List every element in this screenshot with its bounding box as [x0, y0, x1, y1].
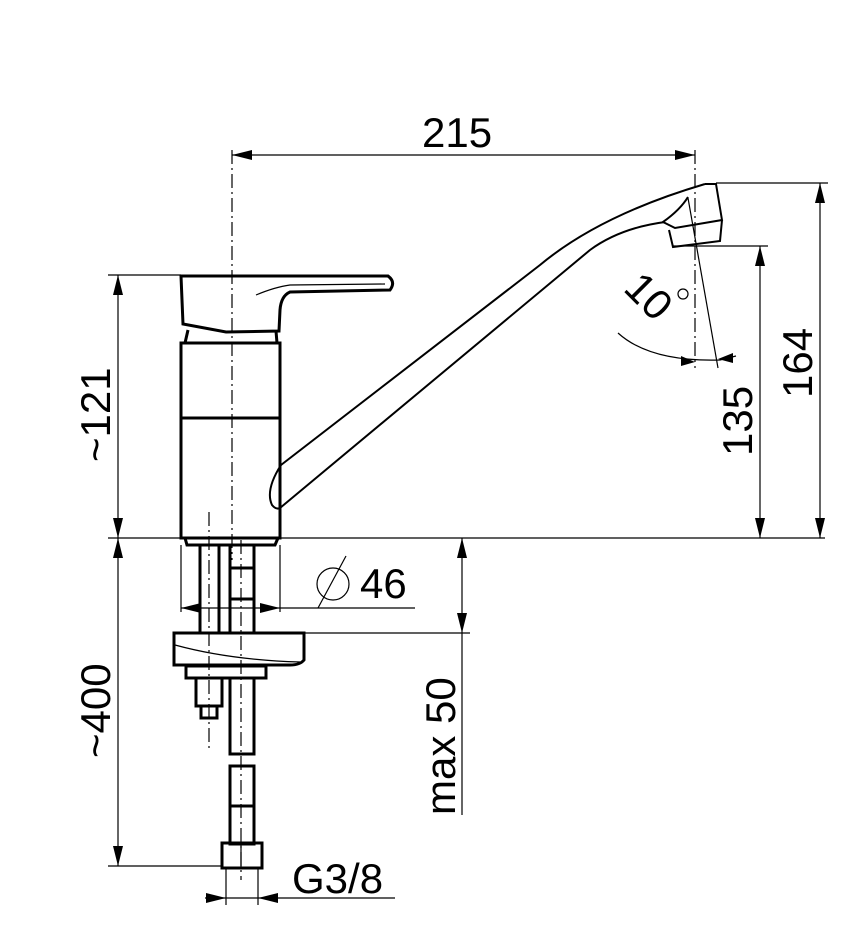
dim-max-50: max 50: [304, 538, 470, 815]
faucet-body: [179, 341, 282, 547]
thread-label: G3/8: [292, 855, 383, 902]
max-deck-label: max 50: [417, 677, 464, 815]
dim-135: 135: [673, 245, 768, 538]
spout: [268, 183, 724, 510]
degree-circle: [677, 288, 689, 300]
mounting-hardware: [172, 512, 306, 880]
angle-value: 10: [616, 263, 682, 329]
dim-215: 215: [232, 109, 695, 160]
dim-164: 164: [716, 182, 828, 538]
dim-400: ~400: [72, 538, 222, 867]
dim-121: ~121: [72, 274, 181, 538]
spout-reach-label: 215: [422, 109, 492, 156]
outlet-height-label: 135: [714, 386, 761, 456]
hose-length-label: ~400: [72, 663, 119, 758]
dim-46: 46: [181, 555, 415, 613]
tilted-axis: [687, 197, 719, 369]
dim-g38: G3/8: [205, 855, 395, 905]
angle-arc: [617, 332, 737, 361]
lever-handle: [179, 274, 395, 344]
total-height-label: 164: [774, 328, 821, 398]
diameter-symbol: [316, 567, 350, 601]
angle-label: 10: [616, 263, 682, 329]
body-height-label: ~121: [72, 367, 119, 462]
body-diameter-label: 46: [360, 560, 407, 607]
